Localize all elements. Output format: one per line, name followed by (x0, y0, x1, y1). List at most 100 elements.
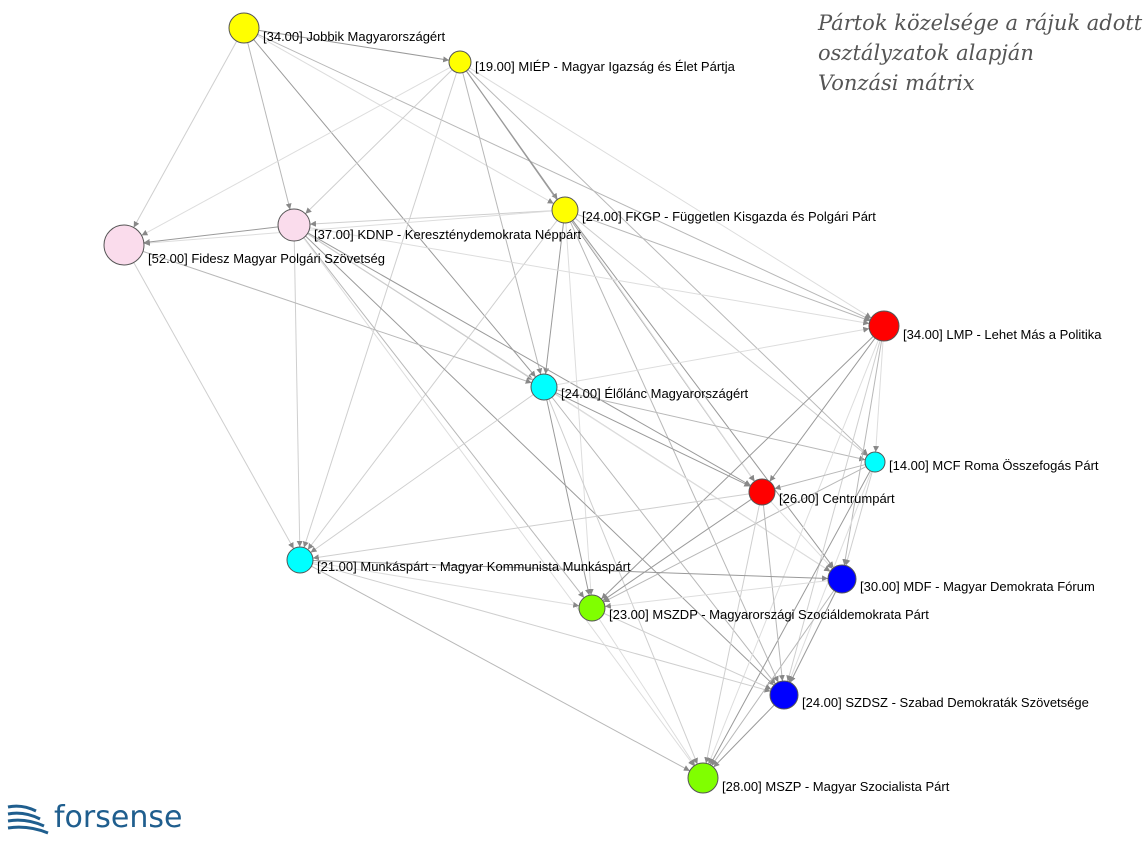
node-circle-fkgp[interactable] (551, 196, 579, 224)
node-circle-mdf[interactable] (827, 564, 857, 594)
node-label-elolanc: [24.00] Élőlánc Magyarországért (561, 386, 749, 401)
edge-elolanc-lmp (556, 326, 870, 386)
node-circle-mszdp[interactable] (578, 594, 606, 622)
edge-kdnp-szdsz (305, 235, 775, 686)
node-layer: [34.00] Jobbik Magyarországért [19.00] MI… (103, 12, 1102, 794)
edge-centrum-munkas (312, 493, 750, 561)
title-line-1: Pártok közelsége a rájuk adott (818, 11, 1143, 35)
edge-lmp-szdsz (786, 340, 881, 682)
edge-jobbik-miep (258, 29, 450, 63)
edge-jobbik-fidesz (133, 40, 238, 228)
node-label-fidesz: [52.00] Fidesz Magyar Polgári Szövetség (148, 251, 385, 266)
edge-lmp-mszp (708, 339, 879, 765)
edge-elolanc-mdf (554, 393, 831, 572)
edge-jobbik-kdnp (247, 42, 292, 210)
node-centrum[interactable]: [26.00] Centrumpárt (748, 478, 895, 506)
edge-fkgp-centrum (572, 220, 755, 482)
edge-mdf-mszp (711, 590, 835, 766)
edge-centrum-mszp (704, 504, 760, 764)
edge-kdnp-mszdp (303, 237, 585, 599)
node-fkgp[interactable]: [24.00] FKGP - Független Kisgazda és Pol… (551, 196, 876, 224)
edge-elolanc-mszdp (546, 399, 591, 596)
edge-elolanc-munkas (310, 394, 534, 553)
node-elolanc[interactable]: [24.00] Élőlánc Magyarországért (530, 373, 749, 401)
edge-mdf-mszdp (604, 580, 829, 609)
node-circle-szdsz[interactable] (769, 680, 799, 710)
node-fidesz[interactable]: [52.00] Fidesz Magyar Polgári Szövetség (103, 224, 385, 266)
node-label-mszdp: [23.00] MSZDP - Magyarországi Szociáldem… (609, 607, 929, 622)
node-miep[interactable]: [19.00] MIÉP - Magyar Igazság és Élet Pá… (448, 50, 736, 74)
edge-miep-mcf (467, 69, 869, 456)
node-mszdp[interactable]: [23.00] MSZDP - Magyarországi Szociáldem… (578, 594, 929, 622)
edge-fkgp-munkas (307, 220, 558, 550)
edge-munkas-mdf (312, 559, 829, 582)
node-circle-miep[interactable] (448, 50, 472, 74)
edge-lmp-mcf (873, 340, 884, 453)
edge-elolanc-mszp (548, 398, 698, 765)
node-label-miep: [19.00] MIÉP - Magyar Igazság és Élet Pá… (475, 59, 736, 74)
node-circle-centrum[interactable] (748, 478, 776, 506)
node-circle-jobbik[interactable] (228, 12, 260, 44)
edge-kdnp-mszp (303, 237, 695, 767)
edge-munkas-mszp (311, 565, 691, 772)
node-jobbik[interactable]: [34.00] Jobbik Magyarországért (228, 12, 445, 44)
node-circle-kdnp[interactable] (277, 208, 311, 242)
node-kdnp[interactable]: [37.00] KDNP - Kereszténydemokrata Néppá… (277, 208, 582, 242)
edge-elolanc-mcf (556, 389, 866, 462)
node-szdsz[interactable]: [24.00] SZDSZ - Szabad Demokraták Szövet… (769, 680, 1089, 710)
node-lmp[interactable]: [34.00] LMP - Lehet Más a Politika (868, 310, 1102, 342)
node-circle-mszp[interactable] (687, 762, 719, 794)
node-label-szdsz: [24.00] SZDSZ - Szabad Demokraták Szövet… (802, 695, 1089, 710)
forsense-logo: forsense (6, 800, 182, 835)
node-munkas[interactable]: [21.00] Munkáspárt - Magyar Kommunista M… (286, 546, 631, 574)
edge-miep-kdnp (305, 69, 453, 215)
edge-szdsz-mszp (713, 704, 775, 768)
edge-mszdp-mszp (598, 618, 696, 766)
edge-mdf-szdsz (789, 591, 837, 683)
edge-kdnp-munkas (293, 240, 303, 548)
logo-text: forsense (54, 800, 183, 835)
edge-fidesz-munkas (133, 262, 295, 549)
edge-elolanc-centrum (555, 392, 751, 487)
edge-mcf-centrum (774, 464, 866, 491)
edge-miep-lmp (469, 67, 872, 319)
node-label-jobbik: [34.00] Jobbik Magyarországért (263, 29, 445, 44)
edge-lmp-centrum (769, 337, 876, 482)
node-label-mcf: [14.00] MCF Roma Összefogás Párt (889, 458, 1099, 473)
edge-centrum-mszdp (602, 498, 752, 602)
edge-mcf-mdf (844, 471, 873, 566)
edge-mszdp-szdsz (603, 612, 772, 690)
diagram-title: Pártok közelsége a rájuk adott osztályza… (818, 8, 1142, 98)
node-circle-fidesz[interactable] (103, 224, 145, 266)
edge-kdnp-fidesz (143, 226, 279, 245)
edge-jobbik-fkgp (256, 34, 554, 205)
node-circle-mcf[interactable] (864, 451, 886, 473)
edge-munkas-mszdp (312, 561, 580, 608)
title-line-2: osztályzatok alapján (818, 41, 1034, 65)
node-circle-lmp[interactable] (868, 310, 900, 342)
edge-fkgp-szdsz (569, 221, 779, 683)
node-circle-elolanc[interactable] (530, 373, 558, 401)
edge-miep-munkas (302, 72, 458, 548)
edge-fkgp-fidesz (143, 210, 553, 246)
edge-fkgp-mcf (574, 217, 868, 457)
edge-centrum-szdsz (762, 504, 785, 682)
node-mszp[interactable]: [28.00] MSZP - Magyar Szocialista Párt (687, 762, 950, 794)
edge-miep-fidesz (141, 66, 451, 236)
waves-icon (6, 800, 52, 835)
edge-lmp-mszdp (601, 336, 874, 600)
title-line-3: Vonzási mátrix (818, 71, 975, 95)
edge-munkas-szdsz (312, 563, 771, 693)
node-circle-munkas[interactable] (286, 546, 314, 574)
node-mcf[interactable]: [14.00] MCF Roma Összefogás Párt (864, 451, 1099, 473)
node-label-mszp: [28.00] MSZP - Magyar Szocialista Párt (722, 779, 950, 794)
edge-kdnp-centrum (307, 232, 751, 486)
edge-elolanc-szdsz (551, 396, 776, 685)
edge-fidesz-elolanc (142, 250, 532, 384)
edge-miep-elolanc (462, 72, 543, 375)
node-mdf[interactable]: [30.00] MDF - Magyar Demokrata Fórum (827, 564, 1095, 594)
edge-jobbik-elolanc (253, 39, 537, 378)
edge-fkgp-mdf (572, 220, 834, 569)
